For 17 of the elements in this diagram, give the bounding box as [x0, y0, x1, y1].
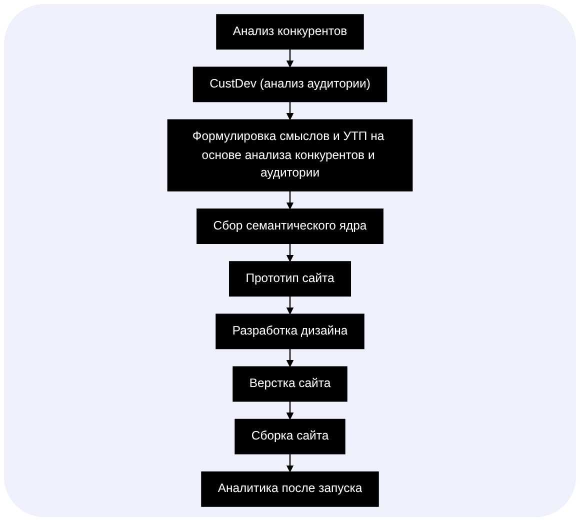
arrow — [286, 348, 294, 367]
node-box: Сборка сайта — [234, 418, 346, 454]
arrow — [286, 191, 294, 210]
arrow — [286, 454, 294, 472]
node-box: Сбор семантического ядра — [196, 208, 384, 244]
arrow — [286, 102, 294, 120]
node-box: Прототип сайта — [229, 261, 351, 297]
node-box: Анализ конкурентов — [216, 14, 364, 50]
arrow — [286, 401, 294, 420]
arrow — [286, 296, 294, 314]
node-box: Верстка сайта — [232, 366, 348, 402]
node-box: Разработка дизайна — [216, 314, 364, 350]
arrow — [286, 244, 294, 262]
node-box: CustDev (анализ аудитории) — [192, 66, 388, 102]
node-box: Аналитика после запуска — [201, 471, 379, 507]
node-box: Формулировка смыслов и УТП на основе анализа конкурентов и аудитории — [167, 119, 413, 192]
arrow — [286, 49, 294, 68]
